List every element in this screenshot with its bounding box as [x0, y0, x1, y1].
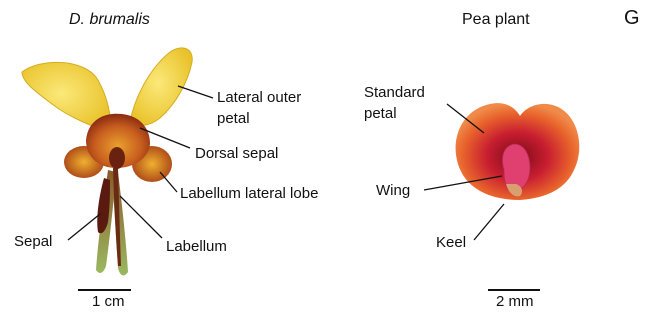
scale-label-2mm: 2 mm	[496, 293, 534, 311]
label-labellum-lateral-lobe: Labellum lateral lobe	[180, 185, 318, 203]
right-figure-title: Pea plant	[462, 11, 530, 29]
label-sepal: Sepal	[14, 233, 52, 251]
panel-letter: G	[624, 9, 640, 27]
orchid-column	[109, 147, 125, 169]
scale-label-1cm: 1 cm	[92, 293, 125, 311]
pea-illustration	[456, 103, 580, 200]
label-dorsal-sepal: Dorsal sepal	[195, 145, 278, 163]
label-lateral-outer-petal-line2: petal	[217, 110, 250, 128]
label-standard-petal-line1: Standard	[364, 84, 425, 102]
label-wing: Wing	[376, 182, 410, 200]
label-standard-petal-line2: petal	[364, 105, 397, 123]
label-lateral-outer-petal-line1: Lateral outer	[217, 89, 301, 107]
label-keel: Keel	[436, 234, 466, 252]
orchid-right-lateral-petal	[130, 48, 192, 126]
left-figure-title: D. brumalis	[69, 11, 150, 29]
label-labellum: Labellum	[166, 238, 227, 256]
